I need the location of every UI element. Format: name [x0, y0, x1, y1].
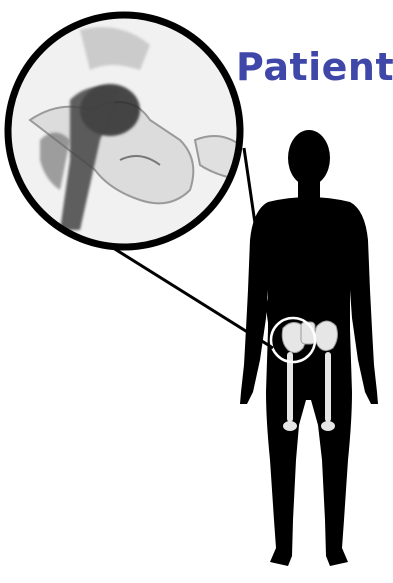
right-femur — [325, 352, 331, 422]
patient-label: Patient — [236, 48, 393, 86]
right-hip-bone — [315, 321, 338, 351]
left-knee — [283, 421, 297, 431]
human-body-silhouette-icon — [240, 130, 378, 566]
right-knee — [321, 421, 335, 431]
hip-xray-magnifier-icon — [0, 0, 250, 260]
